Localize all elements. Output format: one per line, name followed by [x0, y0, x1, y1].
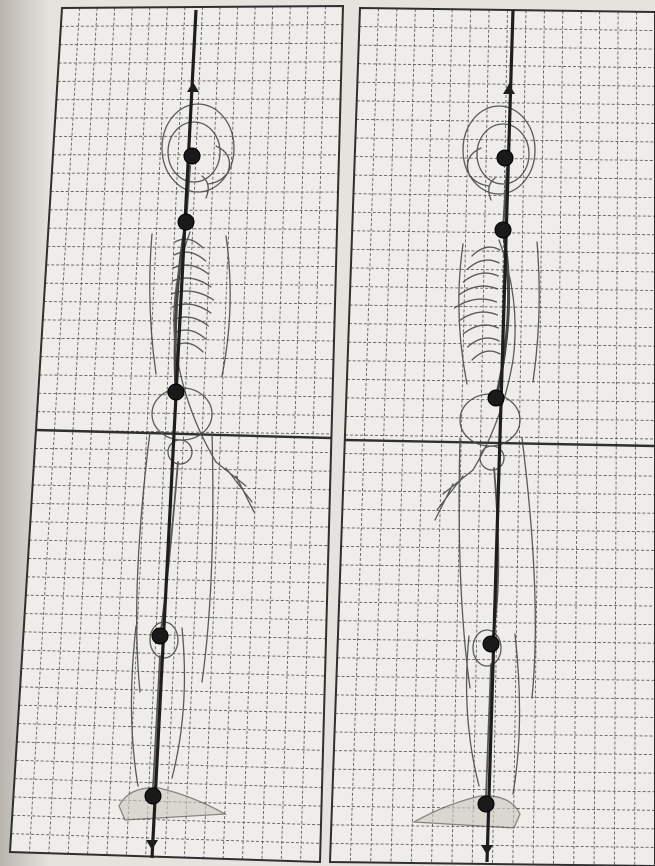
joint-marker-ear [497, 150, 513, 166]
posture-panel [10, 6, 343, 862]
posture-panel [330, 8, 655, 866]
joint-marker-shoulder [178, 214, 194, 230]
joint-marker-hip [168, 384, 184, 400]
joint-marker-ankle [145, 788, 161, 804]
joint-marker-knee [483, 636, 499, 652]
joint-marker-shoulder [495, 222, 511, 238]
joint-marker-hip [488, 390, 504, 406]
joint-marker-ankle [478, 796, 494, 812]
joint-marker-knee [152, 628, 168, 644]
joint-marker-ear [184, 148, 200, 164]
